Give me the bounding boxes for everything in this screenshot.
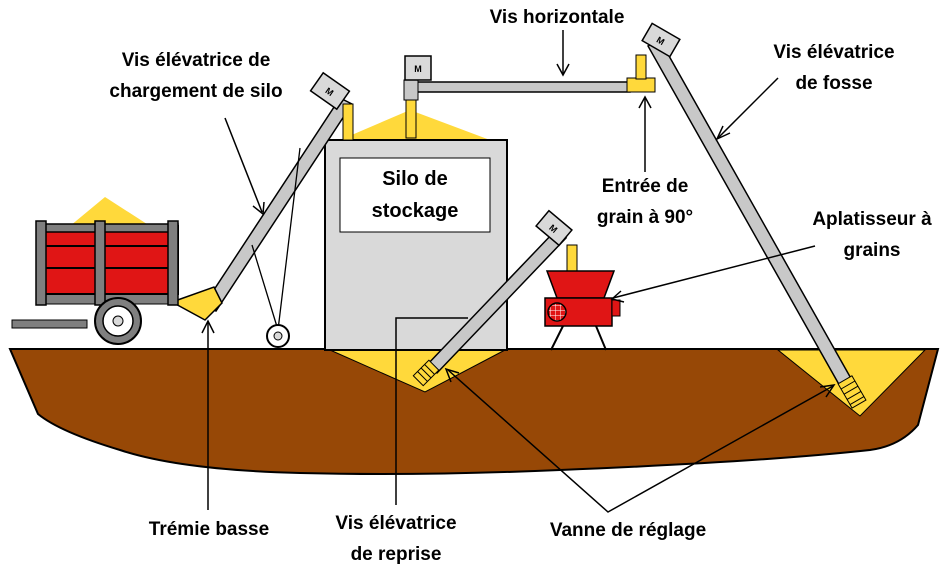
arrow-aplatisseur (612, 245, 816, 299)
horizontal-auger-drop (405, 99, 417, 139)
motor-label-horizontal: M (414, 64, 422, 74)
arrow-tremie-head (201, 319, 215, 334)
arrow-entree-grain-head (638, 95, 652, 109)
silo-loading-auger: M (202, 71, 354, 348)
label-chargement-line2: chargement de silo (109, 81, 282, 102)
label-chargement-line1: Vis élévatrice de (122, 50, 271, 71)
label-entree-line2: grain à 90° (597, 207, 693, 228)
arrow-chargement-head (252, 201, 265, 216)
grain-flattener (544, 244, 621, 351)
inlet-90-stem (635, 54, 647, 80)
horizontal-auger-motor (404, 55, 432, 81)
label-reprise-line2: de reprise (351, 544, 442, 565)
label-vanne: Vanne de réglage (550, 520, 706, 541)
motor-label-loading: M (323, 86, 335, 98)
horizontal-auger-spout (403, 79, 419, 101)
pit-auger: M (641, 22, 867, 409)
label-reprise-line1: Vis élévatrice (335, 513, 456, 534)
arrow-reprise (395, 317, 468, 505)
low-hopper (170, 286, 223, 321)
grain-wagon (11, 197, 179, 345)
label-entree-line1: Entrée de (602, 176, 689, 197)
label-aplatisseur-line1: Aplatisseur à (812, 209, 932, 230)
inlet-90 (626, 77, 656, 93)
reprise-auger: M (412, 209, 573, 387)
arrow-vanne (447, 369, 834, 513)
arrow-vis-horizontale-head (556, 63, 570, 77)
silo-label-line2: stockage (372, 200, 459, 222)
label-fosse-line1: Vis élévatrice (773, 42, 894, 63)
arrow-fosse-head (715, 125, 731, 141)
arrow-chargement (224, 117, 263, 213)
arrow-fosse (717, 77, 779, 139)
label-aplatisseur-line2: grains (843, 240, 900, 261)
arrow-vanne-head-left (444, 367, 460, 383)
motor-label-pit: M (655, 35, 666, 47)
label-vis-horizontale: Vis horizontale (490, 7, 625, 28)
label-fosse-line2: de fosse (795, 73, 872, 94)
silo-label-line1: Silo de (382, 168, 448, 190)
soil (8, 348, 940, 475)
label-tremie: Trémie basse (149, 519, 269, 540)
arrow-aplatisseur-head (610, 290, 625, 303)
horizontal-auger (414, 81, 631, 93)
arrow-vanne-head-right (819, 384, 836, 398)
silo-label-box (339, 157, 491, 233)
